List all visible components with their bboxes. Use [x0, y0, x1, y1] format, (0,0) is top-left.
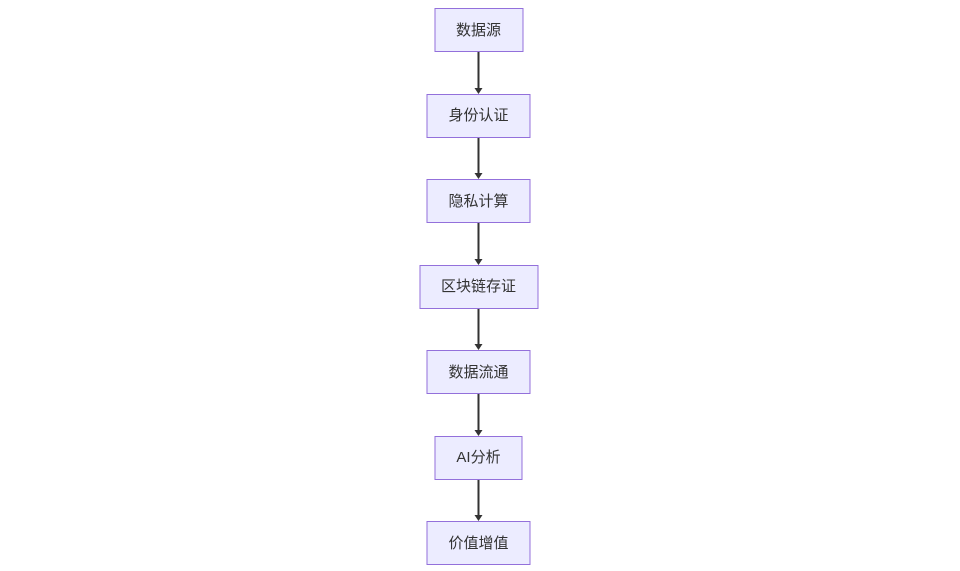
flow-arrow-4 — [474, 308, 483, 350]
flow-column: 数据源 身份认证 隐私计算 区块链存证 数据流通 — [418, 8, 539, 565]
node-label: 数据流通 — [448, 363, 509, 381]
arrow-down-icon — [474, 87, 483, 94]
node-value-appreciation: 价值增值 — [426, 521, 531, 565]
node-label: 数据源 — [455, 21, 502, 39]
arrow-stem — [477, 308, 480, 344]
arrow-stem — [477, 223, 480, 259]
flow-arrow-3 — [474, 223, 483, 265]
node-privacy-computing: 隐私计算 — [426, 179, 531, 223]
flow-arrow-2 — [474, 137, 483, 179]
arrow-down-icon — [474, 344, 483, 350]
node-label: 隐私计算 — [448, 192, 509, 210]
node-data-circulation: 数据流通 — [426, 350, 531, 394]
arrow-down-icon — [474, 429, 483, 436]
node-blockchain-evidence: 区块链存证 — [418, 264, 539, 309]
arrow-stem — [477, 52, 480, 88]
node-label: 价值增值 — [448, 534, 509, 552]
node-label: 身份认证 — [448, 107, 509, 124]
arrow-down-icon — [474, 258, 483, 265]
node-identity-auth: 身份认证 — [426, 93, 531, 138]
node-label: 区块链存证 — [440, 278, 517, 295]
arrow-down-icon — [474, 515, 483, 521]
flow-arrow-1 — [474, 52, 483, 94]
arrow-down-icon — [474, 173, 483, 179]
node-ai-analysis: AI分析 — [434, 435, 523, 480]
flow-arrow-6 — [474, 479, 483, 521]
arrow-stem — [477, 394, 480, 430]
flow-arrow-5 — [474, 394, 483, 436]
node-label: AI分析 — [456, 449, 501, 466]
node-data-source: 数据源 — [433, 8, 524, 52]
arrow-stem — [477, 137, 480, 173]
arrow-stem — [477, 479, 480, 515]
